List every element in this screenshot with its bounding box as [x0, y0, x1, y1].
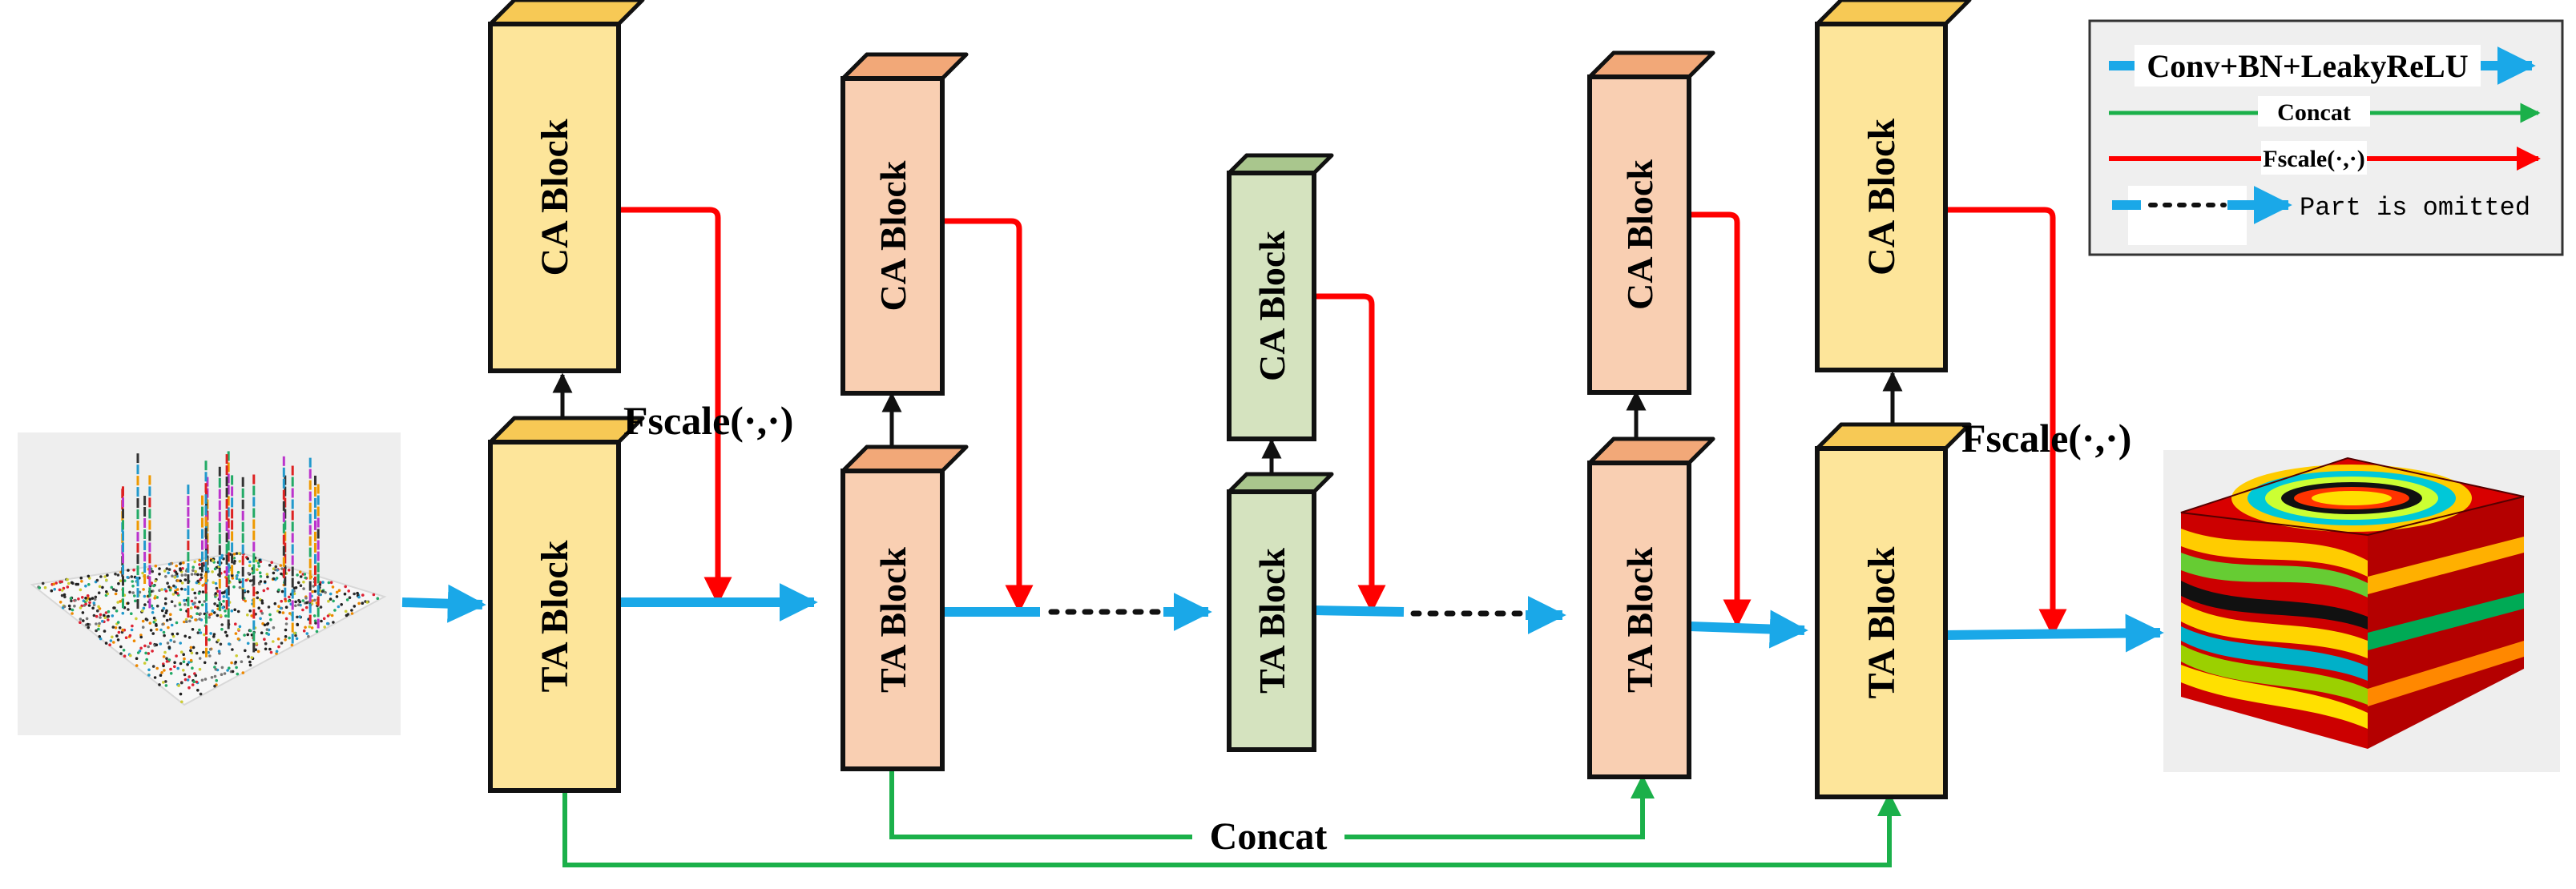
- fscale-arrow-5: [1945, 207, 2067, 638]
- ca-block-1-label: CA Block: [534, 119, 576, 276]
- well-sticks: [121, 451, 320, 658]
- ta-block-2: TA Block: [841, 444, 969, 771]
- legend-omitted-label: Part is omitted: [2300, 193, 2530, 223]
- ca-block-3-label: CA Block: [1252, 231, 1292, 381]
- ca-block-5: CA Block: [1815, 0, 1972, 372]
- blocks: TA Block CA Block TA Block CA Block TA Block…: [488, 0, 1972, 799]
- fscale-arrow-3: [1314, 293, 1386, 613]
- fscale-arrow-1: [619, 207, 732, 605]
- flow-arrow-0: [401, 584, 486, 623]
- ca-block-1: CA Block: [488, 0, 645, 373]
- ca-block-2: CA Block: [841, 52, 969, 396]
- legend-fscale-label: Fscale(·,·): [2263, 146, 2364, 172]
- fscale-label-left: Fscale(·,·): [623, 398, 793, 443]
- main-flow-arrows: [401, 583, 2164, 653]
- ca-block-5-label: CA Block: [1860, 119, 1903, 276]
- ca-block-3: CA Block: [1227, 153, 1334, 441]
- legend: Conv+BN+LeakyReLU Concat Fscale(·,·) Par…: [2088, 19, 2564, 256]
- legend-omitted-bg: [2128, 186, 2247, 245]
- legend-fscale-bg: [2261, 141, 2367, 175]
- fscale-label-right: Fscale(·,·): [1961, 416, 2131, 461]
- ta-block-3: TA Block: [1227, 472, 1334, 752]
- ta-block-4-label: TA Block: [1619, 547, 1660, 693]
- legend-concat-label: Concat: [2277, 99, 2351, 126]
- fscale-arrow-2: [942, 218, 1034, 613]
- ta-block-5-label: TA Block: [1860, 546, 1903, 698]
- concat-arrow-outer: [562, 789, 1901, 867]
- flow-arrow-4: [1688, 609, 1808, 649]
- ca-block-4-label: CA Block: [1619, 159, 1660, 310]
- legend-conv-label: Conv+BN+LeakyReLU: [2147, 48, 2468, 84]
- input-image: [18, 432, 401, 735]
- concat-connections: Concat: [562, 769, 1901, 867]
- ta-block-1-label: TA Block: [534, 540, 576, 692]
- output-image: [2163, 450, 2560, 772]
- flow-arrow-3a: [1313, 605, 1405, 617]
- ta-block-1: TA Block: [488, 416, 645, 793]
- ta-block-2-label: TA Block: [873, 547, 913, 693]
- legend-conv-bg: [2135, 45, 2481, 86]
- ta-block-3-label: TA Block: [1252, 548, 1292, 694]
- ca-block-2-label: CA Block: [873, 160, 913, 311]
- ta-block-5: TA Block: [1815, 422, 1972, 799]
- flow-arrow-5: [1945, 613, 2164, 653]
- fscale-connections: [619, 207, 2067, 638]
- ca-block-4: CA Block: [1587, 50, 1715, 395]
- ta-block-4: TA Block: [1587, 436, 1715, 779]
- concat-label-bg: [1192, 811, 1344, 860]
- legend-concat-bg: [2258, 96, 2370, 127]
- fscale-arrow-4: [1689, 211, 1752, 628]
- concat-label: Concat: [1210, 815, 1328, 858]
